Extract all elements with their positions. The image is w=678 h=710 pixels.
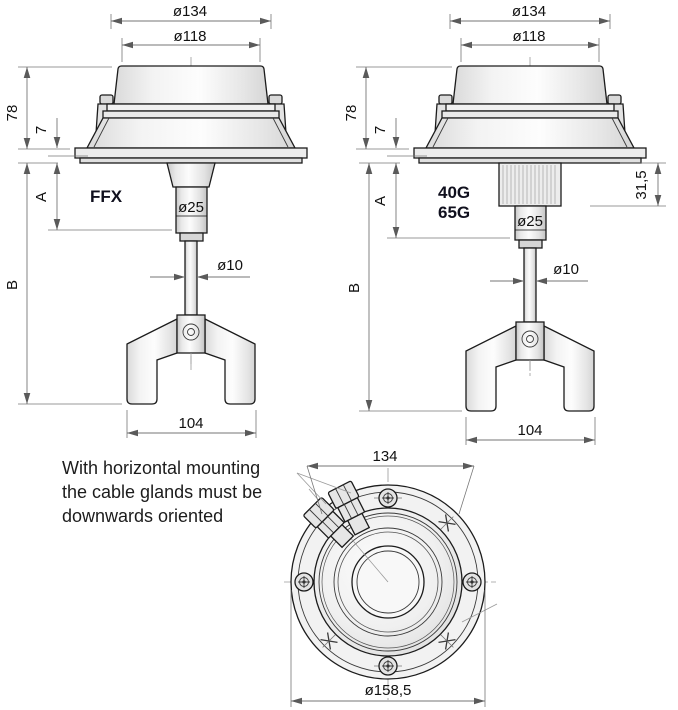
mid-ring-circle xyxy=(333,527,443,637)
left-device-neck xyxy=(166,162,216,188)
note-leader-line-2 xyxy=(296,472,352,494)
right-device-head xyxy=(413,65,647,164)
dim-right-hub-diameter: ø25 xyxy=(517,213,543,230)
dim-left-flange-thickness: 7 xyxy=(33,126,50,134)
mid-ring-circle-2 xyxy=(337,531,439,633)
dim-left-head-height: 78 xyxy=(4,105,21,122)
note-text: With horizontal mounting the cable gland… xyxy=(62,458,262,526)
note-line-1: With horizontal mounting xyxy=(62,458,260,478)
right-device-label-top: 40G xyxy=(438,183,470,202)
dim-right-thread-length: 31,5 xyxy=(633,170,650,199)
screw-icon-left xyxy=(294,572,314,592)
center-hole-inner-circle xyxy=(356,550,420,614)
dim-right-total-length: B xyxy=(346,283,363,293)
dim-left-rod-diameter: ø10 xyxy=(217,257,243,274)
dim-left-top-inner: ø118 xyxy=(173,28,206,45)
body-step-circle xyxy=(318,512,458,652)
dim-bottom-body-diameter: 134 xyxy=(372,448,397,465)
dim-bottom-flange-diameter: ø158,5 xyxy=(365,682,412,699)
dim-left-top-outer: ø134 xyxy=(173,3,207,20)
dim-right-fork-width: 104 xyxy=(517,422,542,439)
body-step-circle-2 xyxy=(321,515,455,649)
dim-right-head-height: 78 xyxy=(343,105,360,122)
bottom-view-dimensions: 134 ø158,5 xyxy=(290,448,486,707)
right-device-rod xyxy=(523,247,537,323)
right-device-dimensions: ø134 ø118 78 7 A B 31,5 ø25 xyxy=(343,3,666,445)
seal-leader-line xyxy=(461,603,498,623)
right-device-hub-cylinder xyxy=(514,205,547,241)
screw-icon-right xyxy=(462,572,482,592)
left-device-collar xyxy=(179,232,204,242)
dim-right-rod-diameter: ø10 xyxy=(553,261,579,278)
note-line-2: the cable glands must be xyxy=(62,482,262,502)
note-line-3: downwards oriented xyxy=(62,506,223,526)
dim-left-total-length: B xyxy=(4,280,21,290)
screw-icon-bottom xyxy=(378,656,398,676)
left-device-view: ø134 ø118 78 7 A B ø25 ø10 xyxy=(4,3,308,438)
dim-right-top-outer: ø134 xyxy=(512,3,546,20)
dim-left-fork-width: 104 xyxy=(178,415,203,432)
right-device-collar xyxy=(518,239,543,249)
right-device-thread xyxy=(498,162,562,207)
note-leader-line-1 xyxy=(296,472,327,505)
screw-icon-top xyxy=(378,488,398,508)
right-device-view: ø134 ø118 78 7 A B 31,5 ø25 xyxy=(343,3,666,445)
dim-left-hub-diameter: ø25 xyxy=(178,199,204,216)
right-device-label-bottom: 65G xyxy=(438,203,470,222)
left-device-head xyxy=(74,65,308,164)
dim-left-neck-length: A xyxy=(33,192,50,202)
bottom-view: 134 ø158,5 xyxy=(284,448,498,707)
left-device-fork xyxy=(126,314,256,405)
dim-right-top-inner: ø118 xyxy=(512,28,545,45)
right-device-fork xyxy=(465,321,595,412)
left-device-rod xyxy=(184,240,198,316)
dim-right-flange-thickness: 7 xyxy=(372,126,389,134)
dim-right-neck-length: A xyxy=(372,196,389,206)
left-device-label: FFX xyxy=(90,187,123,206)
left-device-dimensions: ø134 ø118 78 7 A B ø25 ø10 xyxy=(4,3,272,438)
